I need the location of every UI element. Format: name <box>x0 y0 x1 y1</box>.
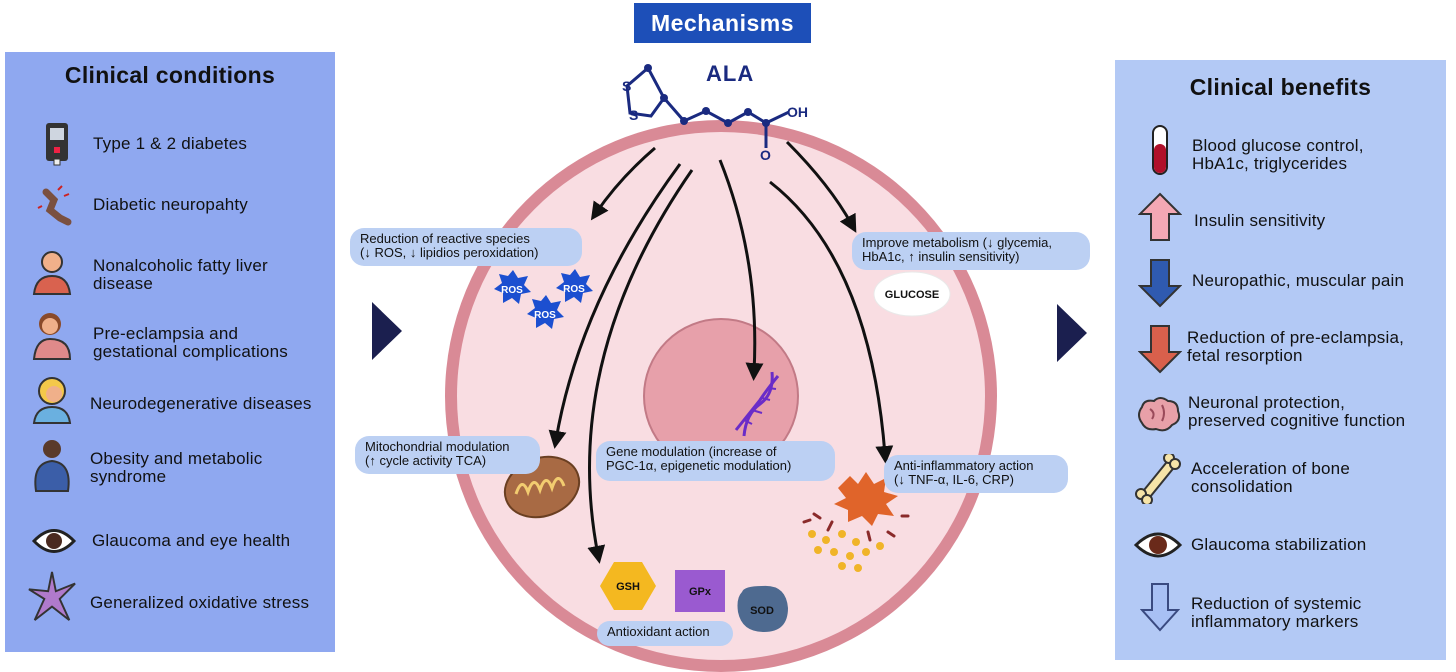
ros-badge-1: ROS <box>494 270 531 304</box>
benefit-label: Acceleration of bone <box>1191 459 1350 478</box>
metabolism-callout: Improve metabolism (↓ glycemia, HbA1c, ↑… <box>852 232 1090 270</box>
hydroxyl-label: OH <box>787 104 808 120</box>
clinical-benefits-title: Clinical benefits <box>1189 74 1372 100</box>
svg-text:GSH: GSH <box>616 581 640 593</box>
sulfur-label: S <box>622 78 631 94</box>
clinical-benefits-panel: Clinical benefits Blood glucose control,… <box>1115 60 1446 660</box>
mito-callout-line1: Mitochondrial modulation <box>365 439 510 454</box>
arrow-down-red-icon <box>1135 324 1185 374</box>
condition-label: Neurodegenerative diseases <box>90 394 312 413</box>
oxygen-label: O <box>760 147 771 163</box>
mito-callout-line2: (↑ cycle activity TCA) <box>365 453 487 468</box>
ros-badge-3: ROS <box>527 295 564 329</box>
benefit-label-line2: consolidation <box>1191 477 1293 496</box>
condition-label: Generalized oxidative stress <box>90 593 310 612</box>
condition-label: Pre-eclampsia and <box>93 324 239 343</box>
benefit-label-line2: preserved cognitive function <box>1188 411 1406 430</box>
benefit-label-line2: HbA1c, triglycerides <box>1192 154 1348 173</box>
condition-label: Nonalcoholic fatty liver <box>93 256 268 275</box>
benefit-label: Neuronal protection, <box>1188 393 1346 412</box>
inflammation-burst-icon <box>802 472 910 572</box>
star-burst-icon <box>27 571 77 622</box>
condition-label-line2: disease <box>93 274 153 293</box>
brain-icon <box>1133 390 1183 440</box>
ros-badge-2: ROS <box>556 269 593 303</box>
obese-person-icon <box>27 440 77 492</box>
svg-text:ROS: ROS <box>501 285 523 296</box>
blood-tube-icon <box>1135 125 1185 176</box>
sod-blob: SOD <box>737 585 788 632</box>
benefit-label-line2: inflammatory markers <box>1191 612 1359 631</box>
condition-label: Diabetic neuropahty <box>93 195 249 214</box>
clinical-conditions-panel: Clinical conditions Type 1 & 2 diabetes … <box>5 52 335 652</box>
inflam-callout-line2: (↓ TNF-α, IL-6, CRP) <box>894 472 1014 487</box>
sulfur-label: S <box>629 107 638 123</box>
antioxidant-callout: Antioxidant action <box>597 621 733 646</box>
antioxidant-callout-label: Antioxidant action <box>607 624 710 639</box>
svg-text:ROS: ROS <box>534 310 556 321</box>
clinical-conditions-title: Clinical conditions <box>64 62 276 88</box>
mito-callout: Mitochondrial modulation (↑ cycle activi… <box>355 436 540 474</box>
benefit-label: Insulin sensitivity <box>1194 211 1326 230</box>
svg-text:GPx: GPx <box>689 586 712 598</box>
metabolism-callout-line2: HbA1c, ↑ insulin sensitivity) <box>862 249 1020 264</box>
mechanism-arrows <box>548 140 894 564</box>
ros-callout-line2: (↓ ROS, ↓ lipidios peroxidation) <box>360 245 539 260</box>
condition-label: Obesity and metabolic <box>90 449 263 468</box>
arrow-up-icon <box>1135 192 1185 242</box>
arrow-down-outline-icon <box>1135 582 1185 632</box>
eye-icon <box>29 516 79 566</box>
play-arrow-right-icon <box>1057 304 1087 362</box>
pregnant-woman-icon <box>27 310 77 360</box>
svg-text:SOD: SOD <box>750 605 774 617</box>
svg-text:GLUCOSE: GLUCOSE <box>885 289 939 301</box>
dna-icon <box>734 371 780 437</box>
glucometer-icon <box>32 118 82 168</box>
arrow-mito <box>548 163 682 449</box>
benefit-label: Reduction of pre-eclampsia, <box>1187 328 1405 347</box>
bone-icon <box>1133 454 1183 504</box>
benefit-label: Blood glucose control, <box>1192 136 1364 155</box>
glucose-badge: GLUCOSE <box>873 271 951 317</box>
svg-text:ROS: ROS <box>563 284 585 295</box>
person-icon <box>27 246 77 296</box>
ala-label: ALA <box>706 61 755 86</box>
mechanisms-title: Mechanisms <box>634 3 811 43</box>
benefit-label: Neuropathic, muscular pain <box>1192 271 1405 290</box>
condition-label: Type 1 & 2 diabetes <box>93 134 248 153</box>
condition-label-line2: gestational complications <box>93 342 288 361</box>
gsh-hexagon: GSH <box>600 562 656 610</box>
elderly-person-icon <box>27 374 77 424</box>
arrow-antiox <box>587 169 694 564</box>
benefit-label: Reduction of systemic <box>1191 594 1362 613</box>
molecule-atoms <box>644 64 770 127</box>
condition-label: Glaucoma and eye health <box>92 531 291 550</box>
ros-callout-line1: Reduction of reactive species <box>360 231 530 246</box>
gene-callout-line1: Gene modulation (increase of <box>606 444 777 459</box>
inflam-callout-line1: Anti-inflammatory action <box>894 458 1034 473</box>
eye-icon <box>1133 520 1183 570</box>
arrow-ros <box>590 146 656 221</box>
inflam-callout: Anti-inflammatory action (↓ TNF-α, IL-6,… <box>884 455 1068 493</box>
arrow-gene <box>718 159 764 381</box>
gpx-square: GPx <box>675 570 725 612</box>
arrow-metabolism <box>785 140 857 233</box>
arrow-inflam <box>769 180 894 464</box>
cell-diagram: S S OH O ROS ROS ROS GLUCOSE <box>445 64 997 672</box>
metabolism-callout-line1: Improve metabolism (↓ glycemia, <box>862 235 1052 250</box>
play-arrow-left-icon <box>372 302 402 360</box>
benefit-label-line2: fetal resorption <box>1187 346 1303 365</box>
nerve-icon <box>32 180 82 230</box>
benefit-label: Glaucoma stabilization <box>1191 535 1367 554</box>
ros-callout: Reduction of reactive species (↓ ROS, ↓ … <box>350 228 582 266</box>
condition-label-line2: syndrome <box>90 467 167 486</box>
gene-callout-line2: PGC-1α, epigenetic modulation) <box>606 458 792 473</box>
arrow-down-icon <box>1135 258 1185 308</box>
gene-callout: Gene modulation (increase of PGC-1α, epi… <box>596 441 835 481</box>
